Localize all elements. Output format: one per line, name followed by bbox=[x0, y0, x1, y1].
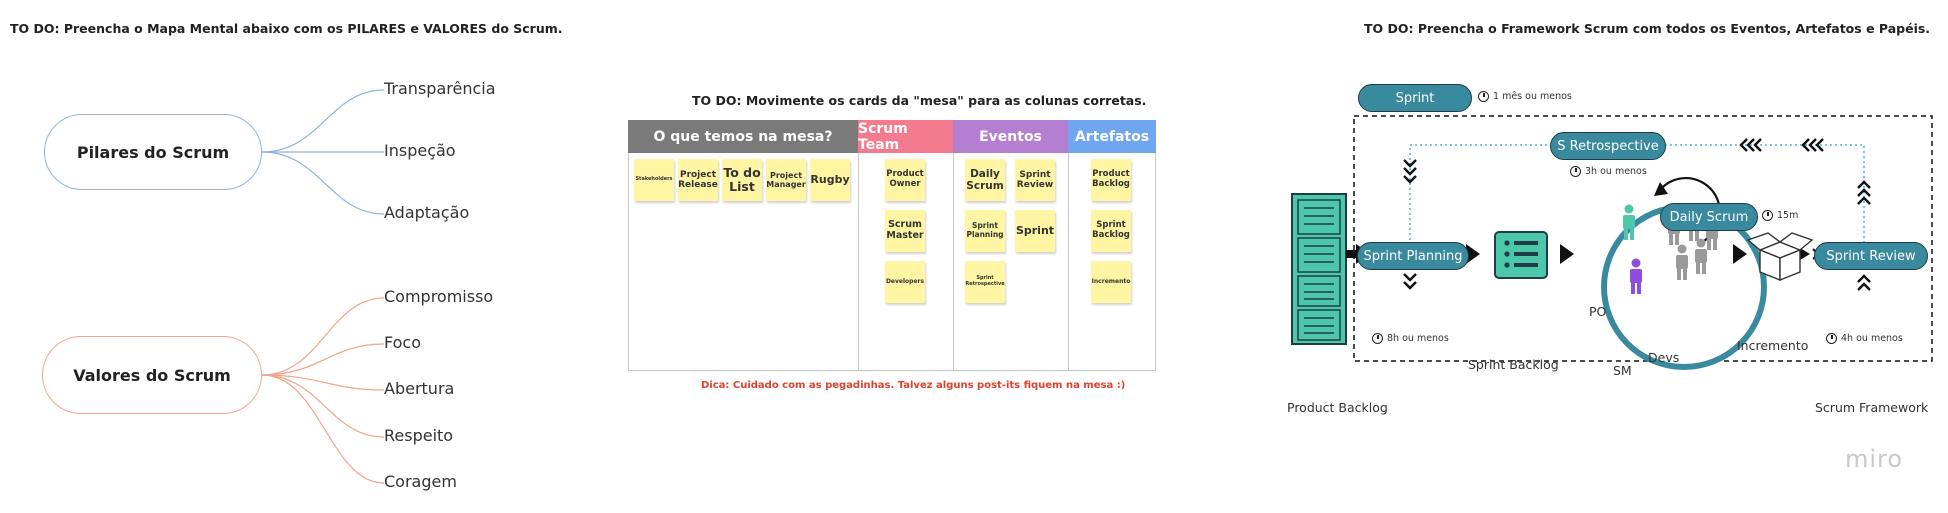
sticky-incremento[interactable]: Incremento bbox=[1091, 261, 1131, 303]
board-divider bbox=[953, 120, 954, 371]
pillar-inspecao[interactable]: Inspeção bbox=[384, 141, 456, 160]
sticky-product-owner[interactable]: Product Owner bbox=[885, 159, 925, 201]
chevrons-down-left bbox=[1403, 159, 1417, 290]
clock-icon bbox=[1570, 166, 1581, 177]
sticky-sprint-review[interactable]: Sprint Review bbox=[1015, 159, 1055, 201]
sm-label: SM bbox=[1613, 363, 1632, 378]
value-respeito[interactable]: Respeito bbox=[384, 426, 454, 445]
increment-box bbox=[1746, 232, 1814, 282]
value-foco[interactable]: Foco bbox=[384, 333, 422, 352]
increment-label: Incremento bbox=[1737, 338, 1809, 353]
scrum-framework-label: Scrum Framework bbox=[1815, 400, 1929, 415]
pillar-transparencia[interactable]: Transparência bbox=[384, 79, 496, 98]
retro-pill[interactable]: S Retrospective bbox=[1550, 132, 1666, 160]
sticky-stakeholders[interactable]: Stakeholders bbox=[634, 159, 674, 201]
framework-diagram bbox=[1291, 115, 1933, 370]
sticky-daily-scrum[interactable]: Daily Scrum bbox=[965, 159, 1005, 201]
daily-pill[interactable]: Daily Scrum bbox=[1660, 203, 1758, 231]
sticky-product-backlog[interactable]: Product Backlog bbox=[1091, 159, 1131, 201]
sprint-time: 1 mês ou menos bbox=[1478, 91, 1572, 102]
product-backlog-label: Product Backlog bbox=[1287, 400, 1388, 415]
pillar-branch bbox=[261, 89, 385, 153]
value-branch bbox=[261, 343, 385, 376]
clock-icon bbox=[1762, 210, 1773, 221]
value-branch bbox=[261, 297, 385, 376]
pillar-branch bbox=[261, 151, 385, 215]
sticky-scrum-master[interactable]: Scrum Master bbox=[885, 210, 925, 252]
column-scrum-team[interactable]: Scrum Team bbox=[858, 120, 953, 153]
mindmap-todo: TO DO: Preencha o Mapa Mental abaixo com… bbox=[10, 21, 563, 36]
column-artefatos[interactable]: Artefatos bbox=[1068, 120, 1156, 153]
sticky-sprint-backlog[interactable]: Sprint Backlog bbox=[1091, 210, 1131, 252]
framework-todo: TO DO: Preencha o Framework Scrum com to… bbox=[1364, 21, 1931, 36]
clock-icon bbox=[1826, 333, 1837, 344]
sticky-developers[interactable]: Developers bbox=[885, 261, 925, 303]
sticky-project-manager[interactable]: Project Manager bbox=[766, 159, 806, 201]
clock-icon bbox=[1372, 333, 1383, 344]
board-divider bbox=[858, 120, 859, 371]
value-compromisso[interactable]: Compromisso bbox=[384, 287, 494, 306]
miro-logo: miro bbox=[1845, 445, 1904, 473]
clock-icon bbox=[1478, 91, 1489, 102]
value-abertura[interactable]: Abertura bbox=[384, 379, 455, 398]
sprint-backlog-icon bbox=[1494, 231, 1548, 279]
sm-person bbox=[1630, 258, 1642, 294]
column-mesa[interactable]: O que temos na mesa? bbox=[628, 120, 858, 153]
review-time: 4h ou menos bbox=[1826, 333, 1903, 344]
planning-time: 8h ou menos bbox=[1372, 333, 1449, 344]
board-todo: TO DO: Movimente os cards da "mesa" para… bbox=[692, 93, 1147, 108]
sprint-pill[interactable]: Sprint bbox=[1358, 84, 1472, 112]
column-eventos[interactable]: Eventos bbox=[953, 120, 1068, 153]
sticky-sprint-planning[interactable]: Sprint Planning bbox=[965, 210, 1005, 252]
planning-pill[interactable]: Sprint Planning bbox=[1357, 242, 1469, 270]
board-hint: Dica: Cuidado com as pegadinhas. Talvez … bbox=[701, 380, 1126, 391]
value-branch bbox=[261, 374, 385, 391]
pillars-node[interactable]: Pilares do Scrum bbox=[44, 114, 262, 190]
sticky-to-do-list[interactable]: To do List bbox=[722, 159, 762, 201]
chevrons-up-right bbox=[1857, 180, 1871, 291]
product-backlog-stack bbox=[1291, 193, 1347, 345]
review-pill[interactable]: Sprint Review bbox=[1814, 242, 1928, 270]
sticky-sprint[interactable]: Sprint bbox=[1015, 210, 1055, 252]
po-person bbox=[1623, 204, 1635, 240]
value-branch bbox=[261, 374, 385, 484]
value-coragem[interactable]: Coragem bbox=[384, 472, 457, 491]
sticky-sprint-retrospective[interactable]: Sprint Retrospective bbox=[965, 261, 1005, 303]
sprint-backlog-label: Sprint Backlog bbox=[1468, 357, 1559, 372]
sticky-project-release[interactable]: Project Release bbox=[678, 159, 718, 201]
sticky-rugby[interactable]: Rugby bbox=[810, 159, 850, 201]
board-divider bbox=[1068, 120, 1069, 371]
mindmap-connectors bbox=[261, 89, 385, 484]
devs-label: Devs bbox=[1648, 350, 1680, 365]
value-branch bbox=[261, 374, 385, 438]
framework-frame bbox=[1353, 115, 1933, 362]
pillar-adaptacao[interactable]: Adaptação bbox=[384, 203, 470, 222]
daily-time: 15m bbox=[1762, 210, 1798, 221]
retro-time: 3h ou menos bbox=[1570, 166, 1647, 177]
values-node[interactable]: Valores do Scrum bbox=[42, 336, 262, 414]
po-label: PO bbox=[1589, 304, 1607, 319]
